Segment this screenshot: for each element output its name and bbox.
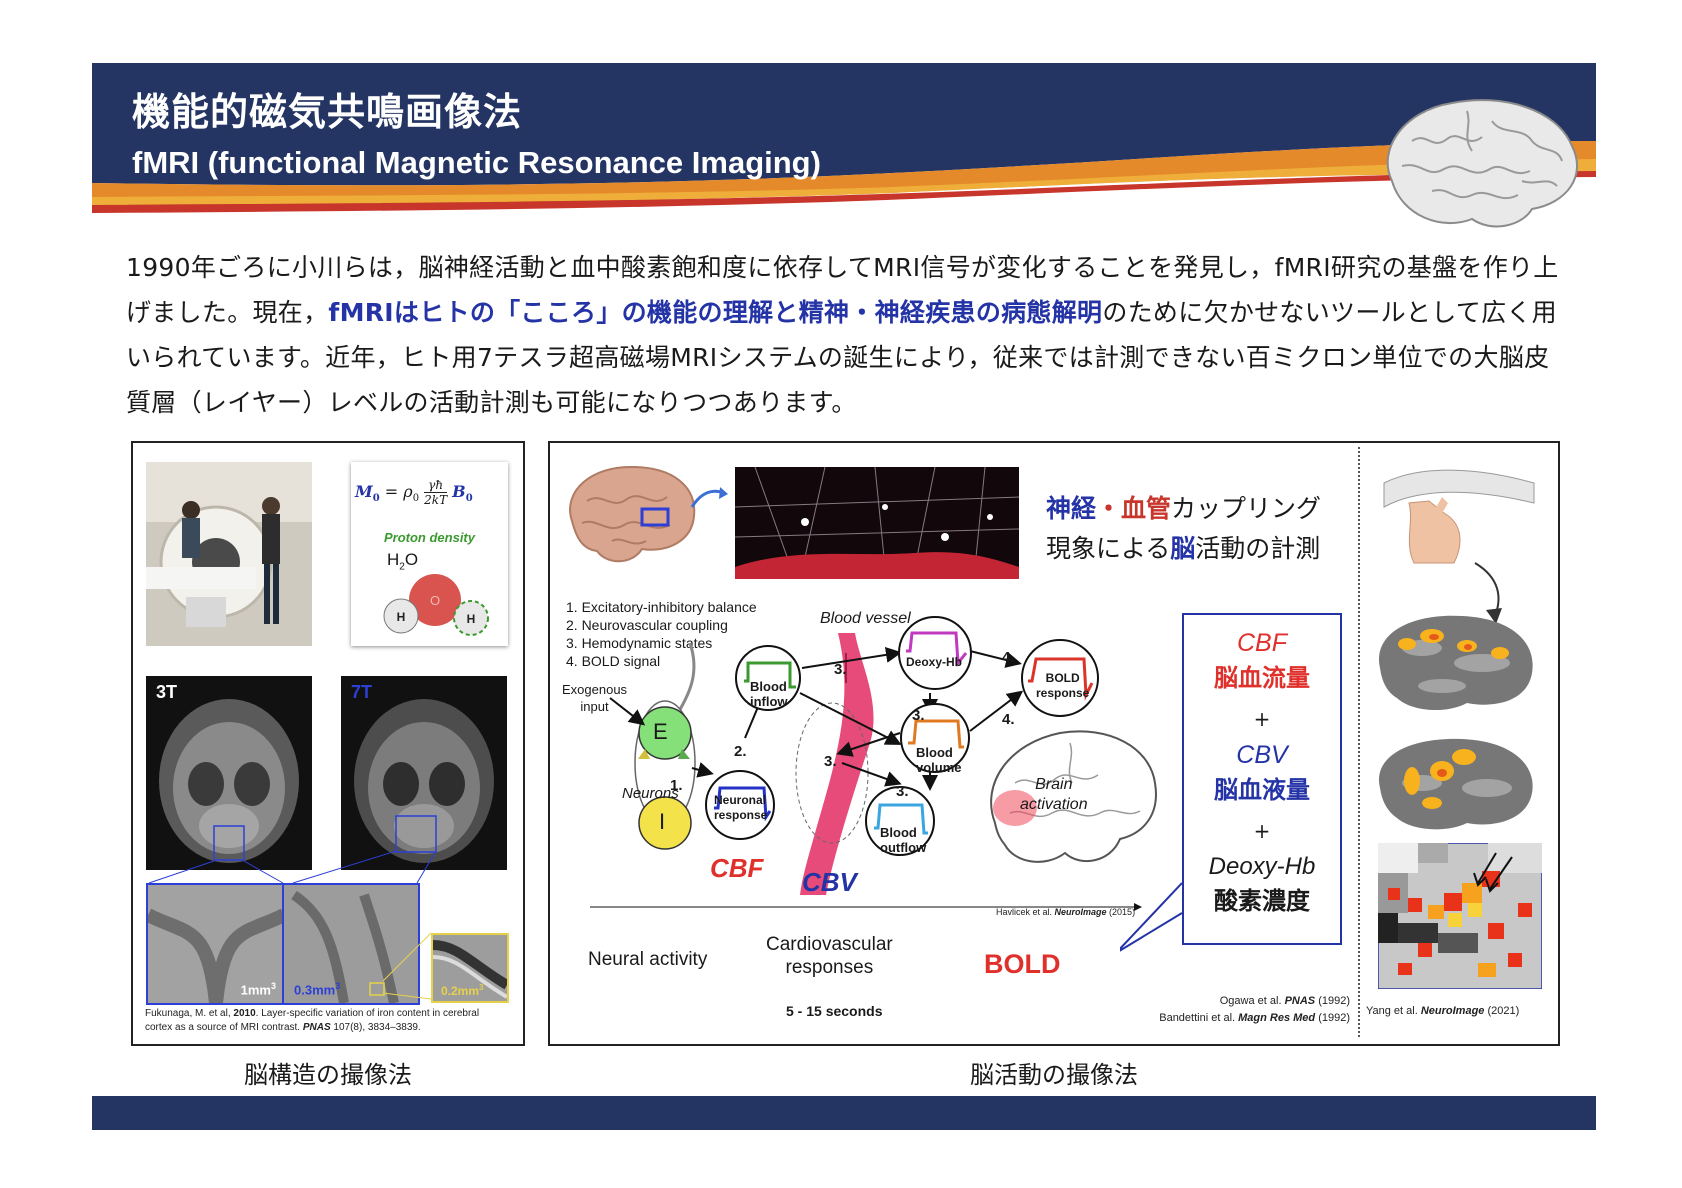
label-7t: 7T (351, 682, 373, 702)
voxel-label-1mm: 1mm3 (240, 980, 276, 997)
voxel-label-02mm: 0.2mm3 (441, 983, 484, 998)
activation-map-lateral (1378, 615, 1533, 711)
footer-bar (92, 1096, 1596, 1130)
intro-paragraph: 1990年ごろに小川らは，脳神経活動と血中酸素飽和度に依存してMRI信号が変化す… (126, 245, 1566, 425)
page-subtitle: fMRI (functional Magnetic Resonance Imag… (132, 145, 821, 180)
callout-cbf: CBF (1237, 629, 1287, 657)
yang-reference: Yang et al. NeuroImage (2021) (1366, 1005, 1520, 1017)
page-title: 機能的磁気共鳴画像法 (132, 90, 523, 134)
neuron-vessel-render (735, 467, 1019, 579)
oxygen-atom-label: O (430, 593, 440, 608)
deoxy-hb-label: Deoxy-Hb (906, 655, 963, 669)
step-number: 3. (834, 661, 847, 678)
coupling-title: 神経・血管カップリング 現象による脳活動の計測 (1046, 494, 1322, 563)
fukunaga-reference: Fukunaga, M. et al, 2010. Layer-specific… (145, 1008, 480, 1033)
step-number: 4. (1002, 649, 1015, 666)
neurons-label: Neurons (622, 785, 679, 802)
down-arrow-icon (1474, 562, 1502, 624)
callout-cbf-ja: 脳血流量 (1214, 664, 1310, 692)
time-range-label: 5 - 15 seconds (786, 1003, 883, 1019)
voxel-label-03mm: 0.3mm3 (294, 980, 341, 997)
zoom-crop-1mm: 1mm3 (144, 883, 288, 1005)
proton-density-label: Proton density (383, 530, 475, 545)
brain-illustration (1386, 99, 1578, 228)
zoom-lines (148, 850, 437, 884)
intro-text-2: のために欠かせないツールとして広く用いられています。近年，ヒト用7テスラ超高磁場… (126, 298, 1557, 417)
mri-image-7t: 7T (341, 676, 507, 870)
step-number: 3. (896, 783, 909, 800)
callout-pointer (1120, 882, 1183, 952)
panel-divider (1358, 447, 1360, 1037)
callout-plus: + (1253, 819, 1271, 843)
brain-photo (569, 465, 696, 563)
blood-vessel-label: Blood vessel (820, 610, 911, 627)
neural-activity-label: Neural activity (588, 949, 708, 970)
ogawa-bandettini-reference: Ogawa et al. PNAS (1992) Bandettini et a… (1159, 995, 1350, 1024)
zoom-crop-02mm: 0.2mm3 (431, 933, 510, 1003)
magnetization-formula: M0 = ρ0 γħ 2kT B0 (355, 478, 473, 507)
step-number: 4. (1002, 711, 1015, 728)
list-item: 4. BOLD signal (566, 653, 661, 669)
step-number: 2. (734, 743, 747, 760)
water-molecule-graphic: O H H (383, 574, 489, 636)
finger-tapping-illustration (1383, 469, 1535, 564)
neurovascular-coupling-diagram (590, 616, 1157, 911)
functional-imaging-panel: 神経・血管カップリング 現象による脳活動の計測 1. Excitatory-in… (548, 441, 1560, 1046)
mri-scanner-photo (146, 462, 312, 646)
intro-highlight: fMRIはヒトの「こころ」の機能の理解と精神・神経疾患の病態解明 (328, 298, 1103, 327)
intro-text-1: 1990年ごろに小川らは，脳神経活動と血中酸素飽和度に依存してMRI信号が変化す… (126, 253, 1559, 327)
header-wave-graphic (92, 63, 1596, 213)
havlicek-reference: Havlicek et al. NeuroImage (2015) (996, 907, 1136, 917)
zoom-lines-yellow (382, 932, 432, 1000)
structural-imaging-caption: 脳構造の撮像法 (244, 1061, 412, 1089)
activation-map-medial (1378, 738, 1533, 830)
callout-cbv-ja: 脳血液量 (1214, 776, 1310, 804)
cbf-label: CBF (710, 853, 764, 883)
callout-deoxy-ja: 酸素濃度 (1214, 887, 1310, 915)
zoom-arrow-icon (690, 487, 728, 508)
proton-density-card: M0 = ρ0 γħ 2kT B0 Proton density H2O O H… (351, 462, 508, 646)
functional-imaging-caption: 脳活動の撮像法 (970, 1061, 1138, 1089)
structural-imaging-panel: M0 = ρ0 γħ 2kT B0 Proton density H2O O H… (131, 441, 525, 1046)
cbv-label: CBV (802, 867, 857, 897)
list-item: 3. Hemodynamic states (566, 635, 713, 651)
list-item: 2. Neurovascular coupling (566, 617, 728, 633)
zoom-crop-03mm: 0.3mm3 (282, 883, 420, 1005)
callout-cbv: CBV (1236, 741, 1288, 769)
hydrogen-atom-label: H (397, 610, 406, 624)
label-3t: 3T (156, 682, 178, 702)
water-label: H2O (387, 550, 419, 573)
signal-components-callout: CBF 脳血流量 + CBV 脳血液量 + Deoxy-Hb 酸素濃度 (1182, 613, 1342, 945)
inhibitory-label: I (659, 809, 666, 834)
callout-deoxy-hb: Deoxy-Hb (1208, 853, 1316, 880)
mechanism-list: 1. Excitatory-inhibitory balance 2. Neur… (566, 598, 757, 670)
mri-image-3t: 3T (146, 676, 312, 870)
layer-activation-heatmap (1378, 843, 1542, 989)
step-number: 3. (824, 753, 837, 770)
hydrogen-atom-label: H (467, 612, 476, 626)
list-item: 1. Excitatory-inhibitory balance (566, 599, 757, 615)
bold-label: BOLD (984, 949, 1061, 979)
header-banner: 機能的磁気共鳴画像法 fMRI (functional Magnetic Res… (92, 63, 1596, 228)
step-number: 1. (670, 777, 683, 794)
callout-plus: + (1253, 707, 1271, 731)
excitatory-label: E (653, 719, 668, 744)
step-number: 3. (912, 707, 925, 724)
